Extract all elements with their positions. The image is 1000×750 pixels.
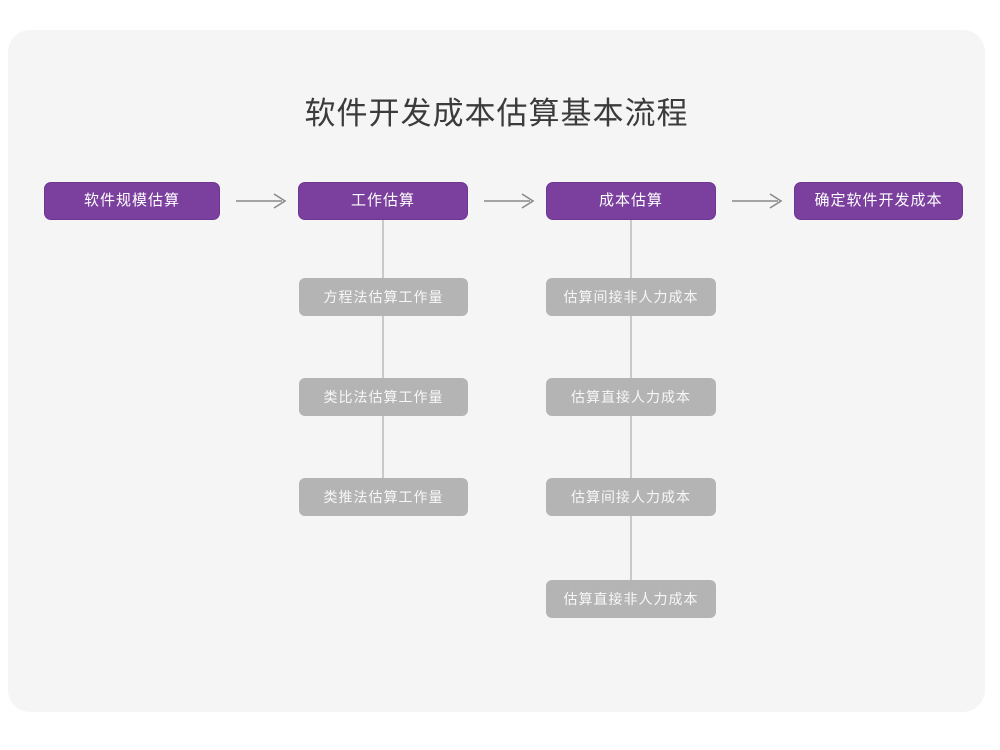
stage-node-cost-estimation[interactable]: 成本估算 [546,182,716,220]
stage-node-software-size-estimation[interactable]: 软件规模估算 [44,182,220,220]
stage-node-determine-development-cost[interactable]: 确定软件开发成本 [794,182,963,220]
arrow-right-icon [234,190,290,212]
branch-connector-line-effort [382,220,384,501]
substep-equation-method-effort[interactable]: 方程法估算工作量 [299,278,468,316]
substep-analogy-method-effort[interactable]: 类比法估算工作量 [299,378,468,416]
substep-direct-nonlabor-cost[interactable]: 估算直接非人力成本 [546,580,716,618]
arrow-right-icon [730,190,786,212]
substep-analogue-method-effort[interactable]: 类推法估算工作量 [299,478,468,516]
arrow-right-icon [482,190,538,212]
substep-indirect-labor-cost[interactable]: 估算间接人力成本 [546,478,716,516]
page-title: 软件开发成本估算基本流程 [304,96,689,131]
substep-direct-labor-cost[interactable]: 估算直接人力成本 [546,378,716,416]
slide-card: 软件开发成本估算基本流程 软件规模估算 工作估算 成本估算 确定软件开发成本 方… [8,30,985,712]
stage-node-effort-estimation[interactable]: 工作估算 [298,182,468,220]
substep-indirect-nonlabor-cost[interactable]: 估算间接非人力成本 [546,278,716,316]
